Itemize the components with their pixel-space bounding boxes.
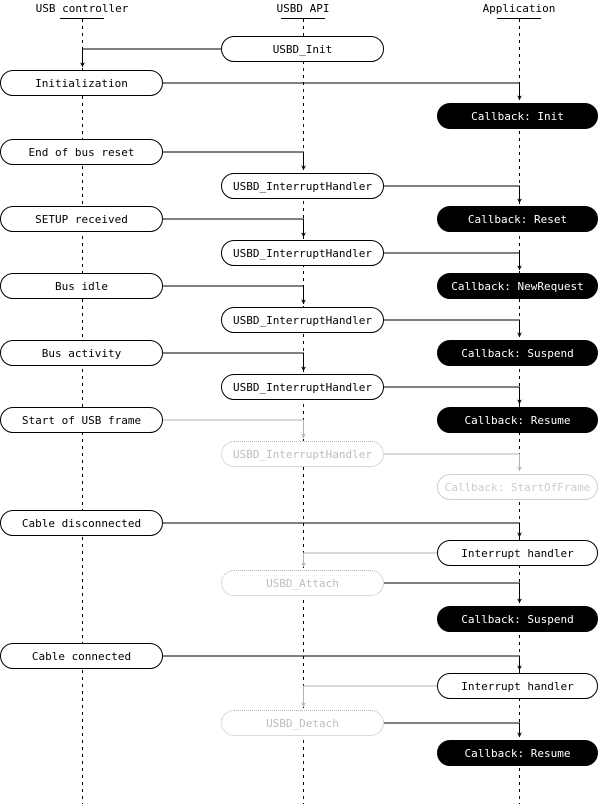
- node-label-callback-newrequest: Callback: NewRequest: [451, 279, 584, 293]
- node-label-callback-init: Callback: Init: [471, 109, 564, 123]
- lifeline-header-application: Application: [482, 2, 556, 15]
- edge-e-irq3-to-app: [384, 319, 522, 338]
- edge-e-sof-to-api: [163, 419, 306, 439]
- node-callback-suspend-2[interactable]: Callback: Suspend: [437, 606, 598, 632]
- node-label-usbd-attach: USBD_Attach: [266, 576, 339, 590]
- node-callback-init[interactable]: Callback: Init: [437, 103, 598, 129]
- node-end-of-bus-reset[interactable]: End of bus reset: [0, 139, 163, 165]
- lifeline-header-usb-controller: USB controller: [35, 2, 129, 15]
- node-callback-suspend-1[interactable]: Callback: Suspend: [437, 340, 598, 366]
- node-irq-handler-3[interactable]: USBD_InterruptHandler: [221, 307, 384, 333]
- lifeline-header-usbd-api: USBD API: [276, 2, 330, 15]
- node-label-setup-received: SETUP received: [35, 212, 128, 226]
- node-label-callback-suspend-1: Callback: Suspend: [461, 346, 574, 360]
- node-label-bus-idle: Bus idle: [55, 279, 108, 293]
- node-label-irq-handler-2: USBD_InterruptHandler: [232, 246, 373, 260]
- node-label-callback-startofframe: Callback: StartOfFrame: [444, 480, 591, 494]
- node-callback-resume-1[interactable]: Callback: Resume: [437, 407, 598, 433]
- node-label-initialization: Initialization: [35, 76, 128, 90]
- node-label-callback-suspend-2: Callback: Suspend: [461, 612, 574, 626]
- node-bus-idle[interactable]: Bus idle: [0, 273, 163, 299]
- edge-e-init-to-app: [163, 82, 522, 101]
- node-callback-newrequest[interactable]: Callback: NewRequest: [437, 273, 598, 299]
- node-irq-handler-5[interactable]: USBD_InterruptHandler: [221, 441, 384, 467]
- node-label-usbd-detach: USBD_Detach: [266, 716, 339, 730]
- edge-e-conn-to-app: [163, 655, 522, 671]
- node-label-interrupt-handler-1: Interrupt handler: [461, 546, 574, 560]
- node-irq-handler-2[interactable]: USBD_InterruptHandler: [221, 240, 384, 266]
- node-setup-received[interactable]: SETUP received: [0, 206, 163, 232]
- node-label-start-of-usb-frame: Start of USB frame: [21, 413, 142, 427]
- node-interrupt-handler-1[interactable]: Interrupt handler: [437, 540, 598, 566]
- edge-e-irq1-to-app: [384, 185, 522, 204]
- node-cable-disconnected[interactable]: Cable disconnected: [0, 510, 163, 536]
- node-label-irq-handler-5: USBD_InterruptHandler: [232, 447, 373, 461]
- node-start-of-usb-frame[interactable]: Start of USB frame: [0, 407, 163, 433]
- node-usbd-attach[interactable]: USBD_Attach: [221, 570, 384, 596]
- node-label-interrupt-handler-2: Interrupt handler: [461, 679, 574, 693]
- edge-e-setup-to-api: [163, 218, 306, 238]
- node-irq-handler-1[interactable]: USBD_InterruptHandler: [221, 173, 384, 199]
- edge-e-ih2-to-api: [301, 685, 437, 708]
- node-label-bus-activity: Bus activity: [41, 346, 122, 360]
- edge-e-busidle-to-api: [163, 285, 306, 305]
- node-initialization[interactable]: Initialization: [0, 70, 163, 96]
- node-label-callback-resume-2: Callback: Resume: [464, 746, 571, 760]
- edge-e-init-to-controller: [80, 48, 221, 68]
- node-label-callback-resume-1: Callback: Resume: [464, 413, 571, 427]
- node-usbd-init[interactable]: USBD_Init: [221, 36, 384, 62]
- edge-e-irq4-to-app: [384, 386, 522, 405]
- edge-e-irq5-to-app: [384, 453, 522, 472]
- edge-e-ih1-to-api: [301, 552, 437, 568]
- node-bus-activity[interactable]: Bus activity: [0, 340, 163, 366]
- node-label-cable-connected: Cable connected: [31, 649, 132, 663]
- edge-e-busact-to-api: [163, 352, 306, 372]
- node-label-usbd-init: USBD_Init: [272, 42, 333, 56]
- node-label-irq-handler-1: USBD_InterruptHandler: [232, 179, 373, 193]
- node-label-irq-handler-3: USBD_InterruptHandler: [232, 313, 373, 327]
- edge-e-disc-to-app: [163, 522, 522, 538]
- edge-e-attach-to-app: [384, 582, 522, 604]
- node-callback-reset[interactable]: Callback: Reset: [437, 206, 598, 232]
- node-label-callback-reset: Callback: Reset: [467, 212, 568, 226]
- node-irq-handler-4[interactable]: USBD_InterruptHandler: [221, 374, 384, 400]
- edge-e-irq2-to-app: [384, 252, 522, 271]
- edge-e-reset-to-api: [163, 151, 306, 171]
- node-interrupt-handler-2[interactable]: Interrupt handler: [437, 673, 598, 699]
- node-usbd-detach[interactable]: USBD_Detach: [221, 710, 384, 736]
- node-label-cable-disconnected: Cable disconnected: [21, 516, 142, 530]
- node-callback-resume-2[interactable]: Callback: Resume: [437, 740, 598, 766]
- node-cable-connected[interactable]: Cable connected: [0, 643, 163, 669]
- node-label-irq-handler-4: USBD_InterruptHandler: [232, 380, 373, 394]
- edge-e-detach-to-app: [384, 722, 522, 738]
- node-label-end-of-bus-reset: End of bus reset: [28, 145, 135, 159]
- node-callback-startofframe[interactable]: Callback: StartOfFrame: [437, 474, 598, 500]
